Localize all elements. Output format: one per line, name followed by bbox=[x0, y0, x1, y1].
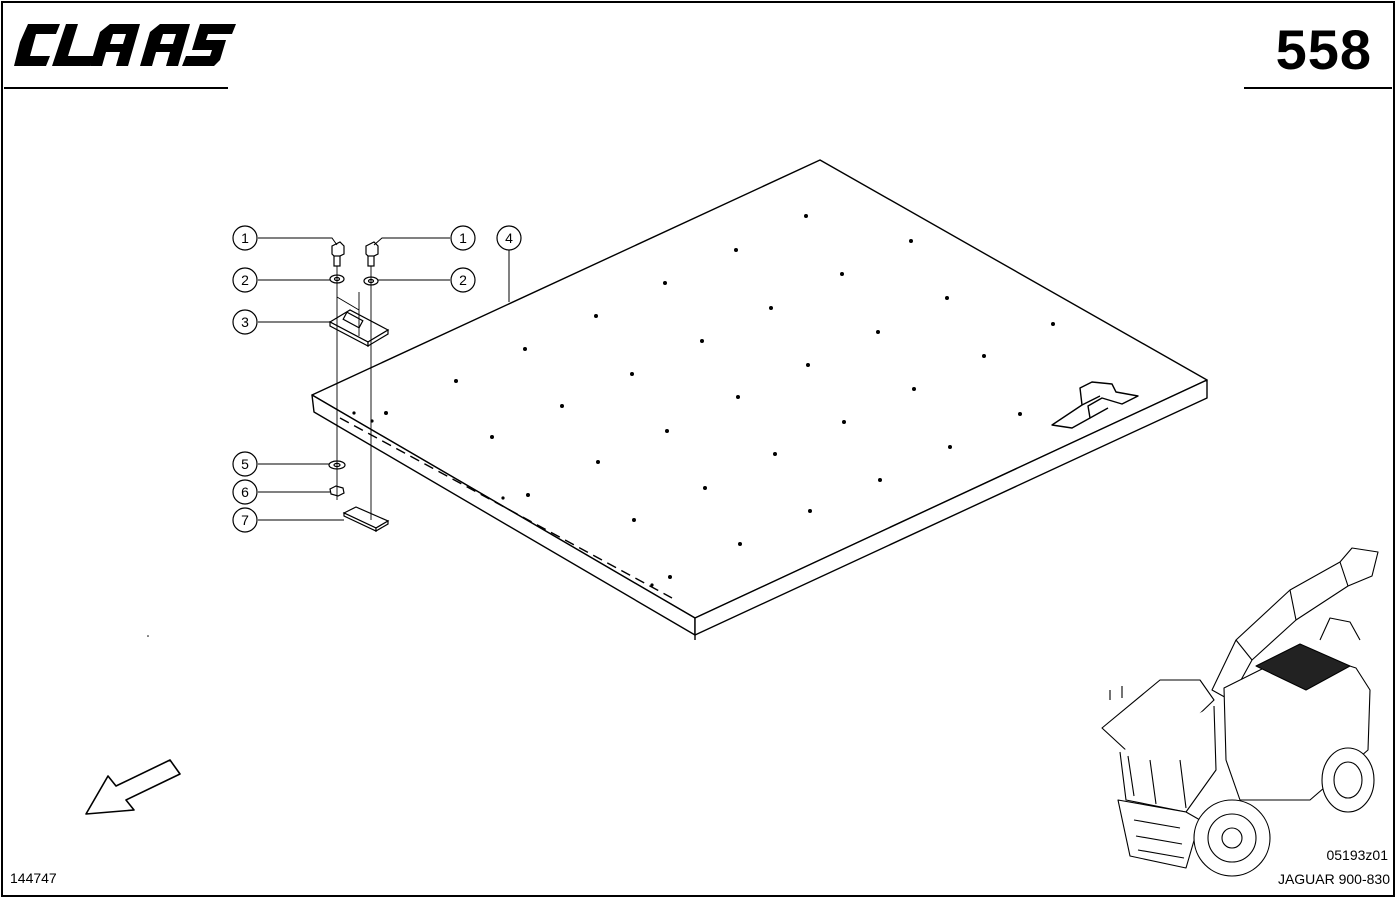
claas-logo bbox=[14, 20, 236, 70]
callout-5: 5 bbox=[241, 456, 249, 472]
callout-2-left: 2 bbox=[241, 272, 249, 288]
bolt-right bbox=[365, 241, 379, 267]
callout-4: 4 bbox=[505, 230, 513, 246]
header-rule-right bbox=[1244, 87, 1392, 89]
callout-3: 3 bbox=[241, 314, 249, 330]
callout-2-right: 2 bbox=[459, 272, 467, 288]
floor-plate bbox=[311, 159, 1208, 619]
image-code: 05193z01 bbox=[1326, 847, 1388, 863]
callout-1-right: 1 bbox=[459, 230, 467, 246]
callout-7: 7 bbox=[241, 512, 249, 528]
callout-1-left: 1 bbox=[241, 230, 249, 246]
model-name: JAGUAR 900-830 bbox=[1277, 871, 1390, 887]
document-id: 144747 bbox=[10, 870, 57, 886]
forage-harvester-icon bbox=[1101, 547, 1379, 877]
claas-logo-artwork bbox=[14, 24, 236, 66]
bolt-left bbox=[331, 241, 345, 267]
callout-6: 6 bbox=[241, 484, 249, 500]
plate-holes bbox=[352, 214, 1055, 587]
arrow-down-left-icon bbox=[85, 759, 181, 815]
page-number: 558 bbox=[1275, 18, 1372, 81]
header-rule-left bbox=[4, 87, 228, 89]
